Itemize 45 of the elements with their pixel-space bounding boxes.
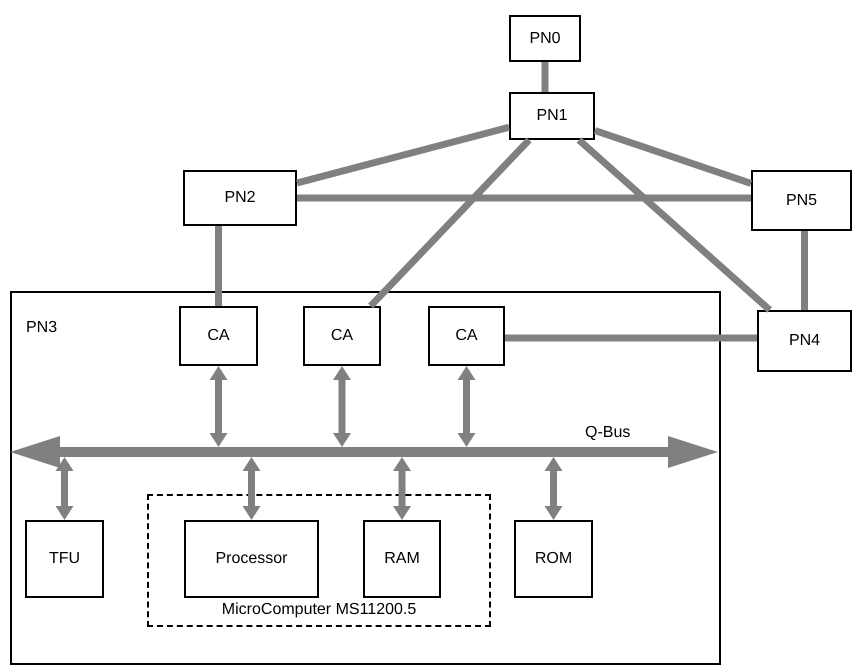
node-enclosure <box>10 291 721 665</box>
double-arrow <box>333 366 351 447</box>
node-box <box>509 15 581 62</box>
connector-line <box>576 137 772 313</box>
node-label: PN2 <box>224 189 256 207</box>
node-label: PN0 <box>529 30 561 48</box>
node-box <box>25 520 104 598</box>
node-box <box>184 520 319 598</box>
connector-line <box>296 124 510 186</box>
double-arrow <box>210 366 228 447</box>
node-box <box>509 92 595 140</box>
node-label: PN5 <box>786 192 818 210</box>
node-label: RAM <box>384 550 420 568</box>
connector-line <box>801 231 808 310</box>
node-label: CA <box>330 327 354 345</box>
connector-line <box>368 138 532 308</box>
node-box <box>363 520 441 598</box>
double-arrow <box>544 457 562 520</box>
double-arrow <box>242 457 260 520</box>
dashed-group-box <box>147 494 491 627</box>
node-label: CA <box>455 327 478 345</box>
node-label: TFU <box>48 550 80 568</box>
node-box <box>428 306 505 366</box>
connector-line <box>505 334 757 342</box>
node-label: PN3 <box>26 319 58 337</box>
node-box <box>183 170 297 226</box>
node-box <box>179 306 258 366</box>
double-arrow <box>458 366 476 447</box>
connector-line <box>297 194 751 202</box>
node-label: ROM <box>534 550 572 568</box>
node-box <box>514 520 593 598</box>
double-arrow <box>393 457 411 520</box>
node-box <box>751 170 852 231</box>
node-box <box>757 310 852 372</box>
bus-label: Q-Bus <box>585 424 630 442</box>
connector-line <box>215 226 222 306</box>
connector-line <box>594 127 752 187</box>
group-label: MicroComputer MS11200.5 <box>222 601 416 619</box>
double-arrow <box>56 457 74 520</box>
node-label: Processor <box>215 550 288 568</box>
node-box <box>303 306 381 366</box>
node-label: CA <box>207 327 230 345</box>
node-label: PN1 <box>536 107 568 125</box>
node-label: PN4 <box>788 332 820 350</box>
connector-line <box>542 62 548 92</box>
